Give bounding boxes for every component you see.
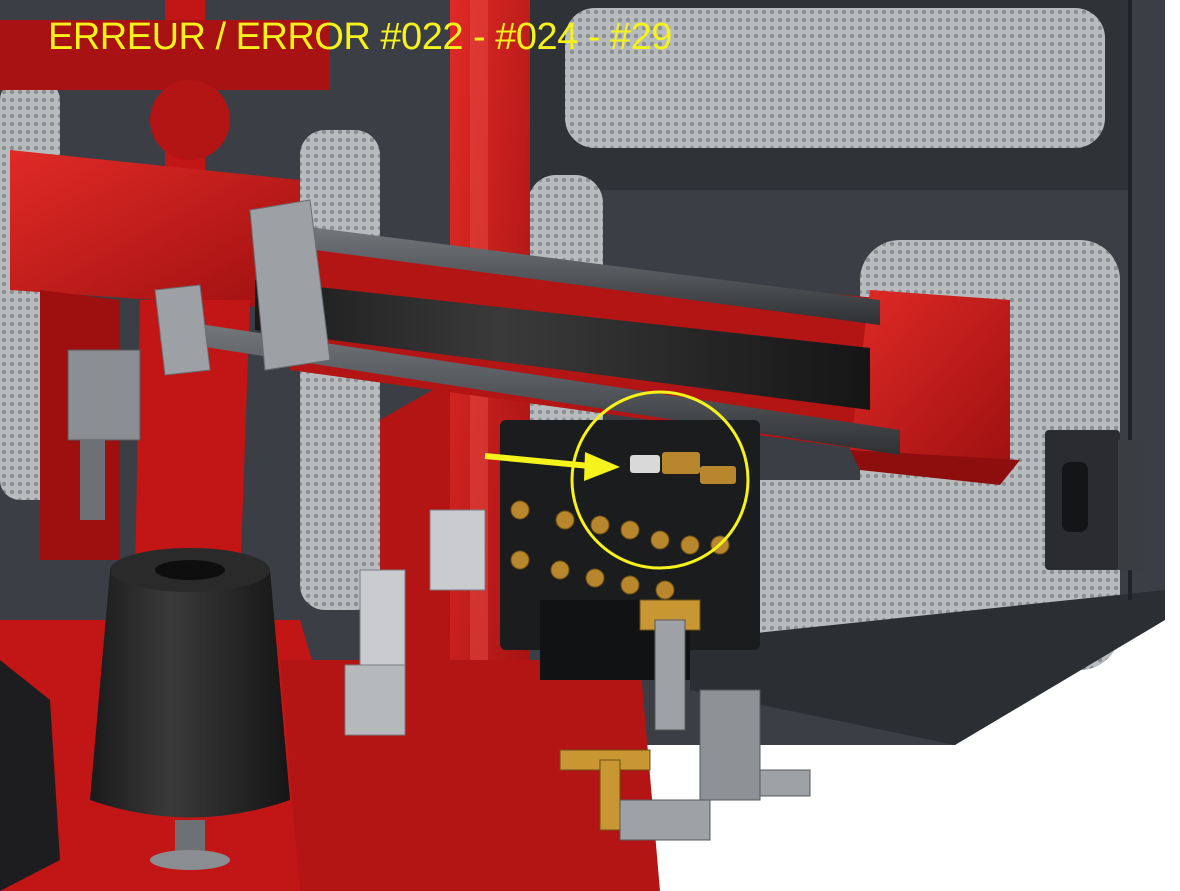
- error-title: ERREUR / ERROR #022 - #024 - #29: [48, 16, 672, 58]
- seat-pad: [0, 660, 60, 891]
- highlight-annotation: [484, 390, 750, 570]
- sensor-box: [67, 349, 141, 520]
- solenoid-valves: [344, 509, 761, 801]
- control-box: [1045, 430, 1144, 570]
- valve-block: [500, 420, 760, 680]
- bump-stop: [90, 548, 290, 870]
